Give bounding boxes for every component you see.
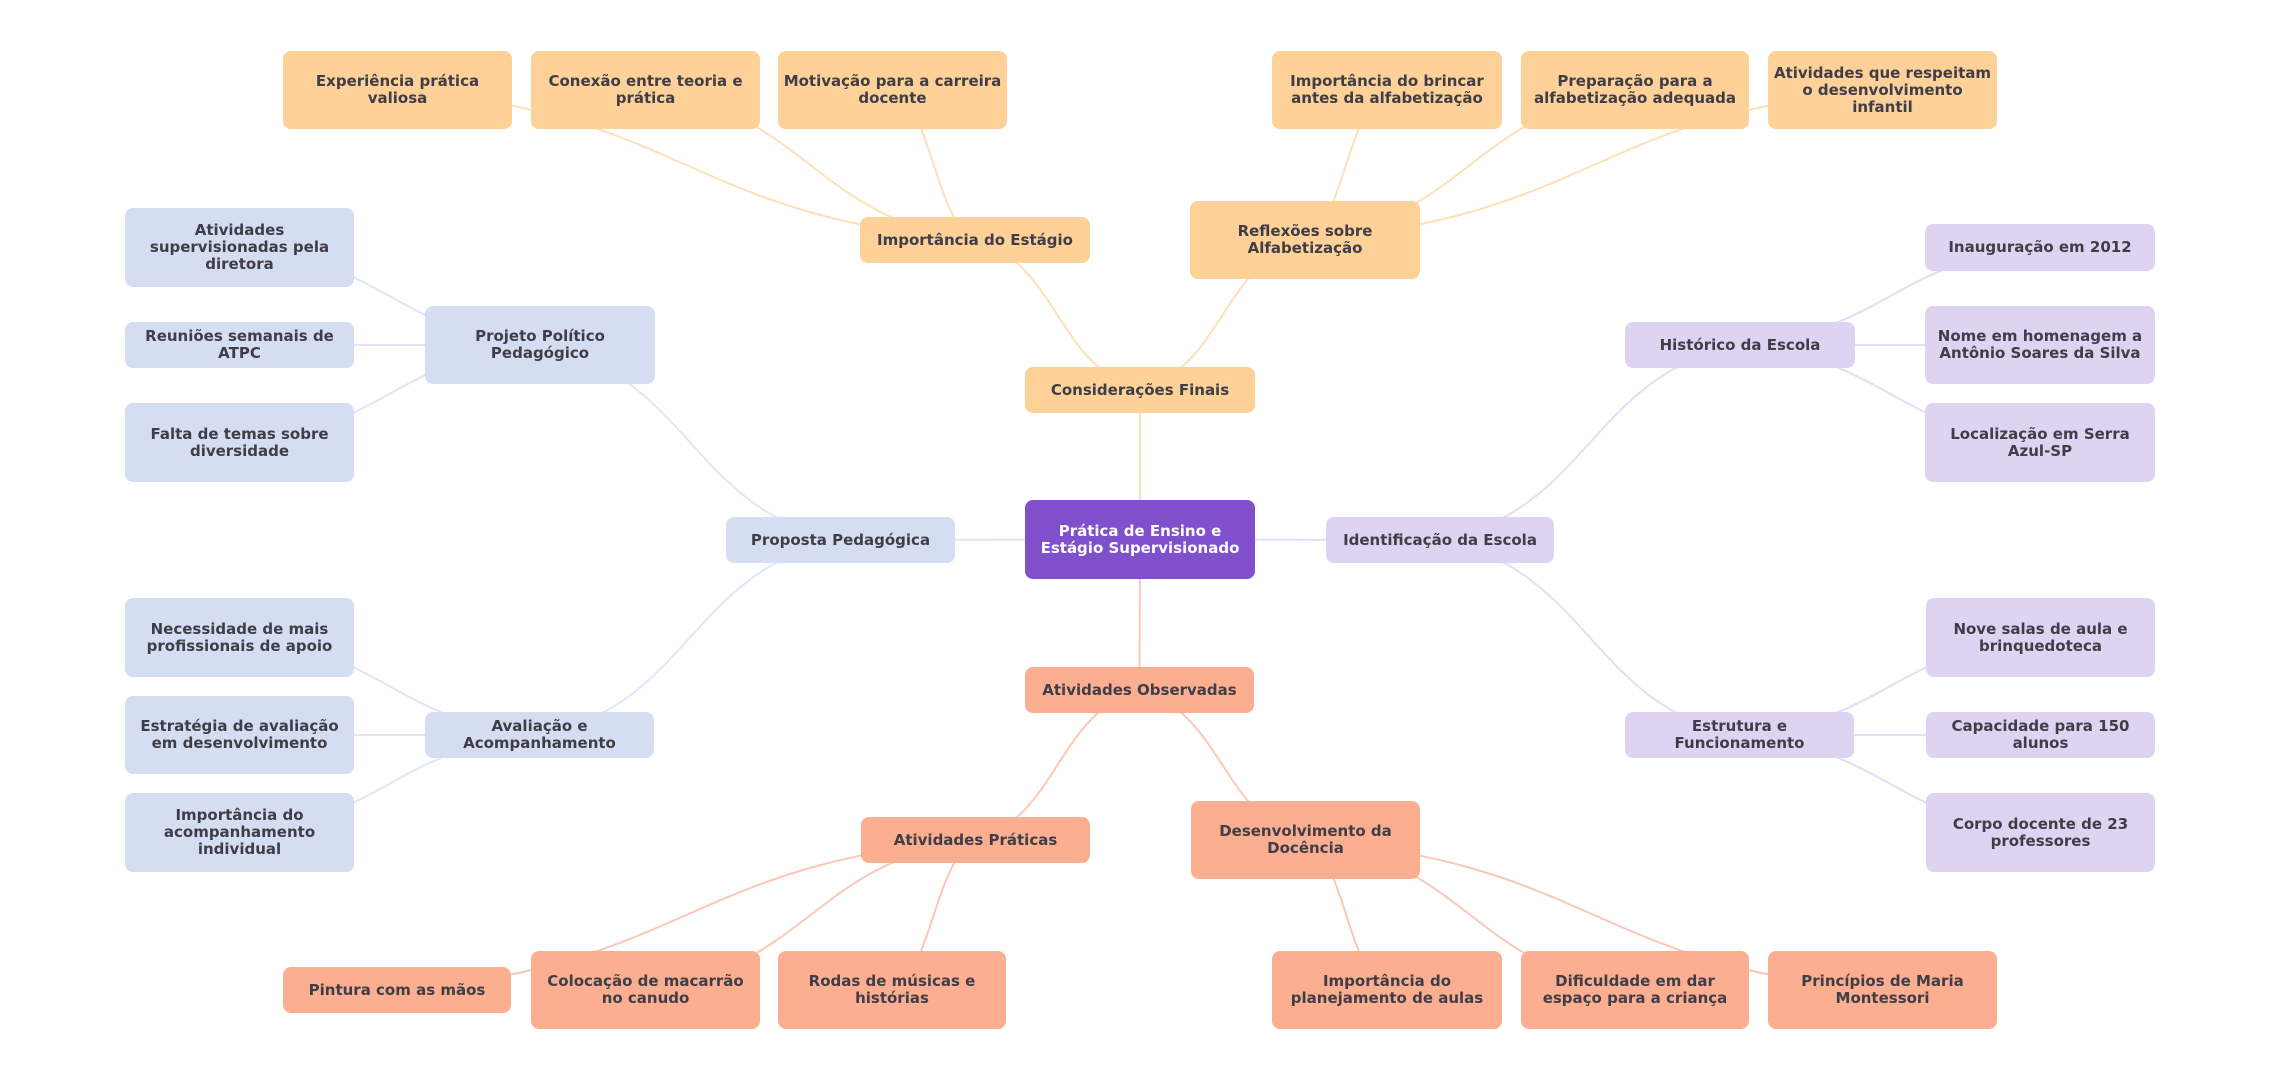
leaf-capacidade-150-alunos[interactable]: Capacidade para 150 alunos — [1926, 712, 2155, 758]
node-label: Corpo docente de 23 professores — [1952, 814, 2129, 850]
leaf-inauguracao-2012[interactable]: Inauguração em 2012 — [1925, 224, 2155, 271]
leaf-motivacao-carreira[interactable]: Motivação para a carreira docente — [778, 51, 1007, 129]
leaf-principios-montessori[interactable]: Princípios de Maria Montessori — [1768, 951, 1997, 1029]
node-label: Identificação da Escola — [1343, 530, 1537, 549]
node-label: Colocação de macarrão no canudo — [547, 972, 744, 1007]
root-node[interactable]: Prática de Ensino e Estágio Supervisiona… — [1025, 500, 1255, 579]
leaf-necessidade-profissionais[interactable]: Necessidade de mais profissionais de apo… — [125, 598, 354, 677]
node-estrutura-funcionamento[interactable]: Estrutura e Funcionamento — [1625, 712, 1854, 758]
node-label: Pintura com as mãos — [308, 980, 486, 999]
node-label: Importância do brincar antes da alfabeti… — [1290, 72, 1484, 107]
leaf-reunioes-atpc[interactable]: Reuniões semanais de ATPC — [125, 322, 354, 368]
node-label: Localização em Serra Azul-SP — [1950, 424, 2130, 460]
node-label: Reuniões semanais de ATPC — [145, 327, 334, 362]
node-label: Dificuldade em dar espaço para a criança — [1542, 972, 1728, 1007]
node-label: Capacidade para 150 alunos — [1951, 717, 2130, 752]
node-label: Projeto Político Pedagógico — [475, 327, 605, 362]
node-label: Estratégia de avaliação em desenvolvimen… — [140, 717, 339, 752]
leaf-conexao-teoria-pratica[interactable]: Conexão entre teoria e prática — [531, 51, 760, 129]
leaf-pintura-maos[interactable]: Pintura com as mãos — [283, 967, 511, 1013]
node-label: Motivação para a carreira docente — [783, 72, 1002, 107]
node-label: Considerações Finais — [1050, 380, 1230, 399]
node-label: Princípios de Maria Montessori — [1801, 972, 1964, 1007]
node-label: Reflexões sobre Alfabetização — [1237, 222, 1373, 257]
node-label: Proposta Pedagógica — [750, 530, 931, 549]
node-desenvolvimento-docencia[interactable]: Desenvolvimento da Docência — [1191, 801, 1420, 879]
node-atividades-praticas[interactable]: Atividades Práticas — [861, 817, 1090, 863]
node-label: Histórico da Escola — [1659, 335, 1821, 354]
branch-atividades-observadas[interactable]: Atividades Observadas — [1025, 667, 1254, 713]
leaf-estrategia-avaliacao[interactable]: Estratégia de avaliação em desenvolvimen… — [125, 696, 354, 774]
node-label: Experiência prática valiosa — [315, 72, 480, 107]
node-label: Atividades Observadas — [1042, 680, 1237, 699]
edge-identificacao-to-historico — [1439, 344, 1741, 541]
node-label: Importância do acompanhamento individual — [163, 806, 316, 858]
leaf-nome-homenagem[interactable]: Nome em homenagem a Antônio Soares da Si… — [1925, 306, 2155, 384]
leaf-atividades-supervisionadas[interactable]: Atividades supervisionadas pela diretora — [125, 208, 354, 287]
leaf-falta-temas-diversidade[interactable]: Falta de temas sobre diversidade — [125, 403, 354, 482]
node-historico-escola[interactable]: Histórico da Escola — [1625, 322, 1855, 368]
node-label: Desenvolvimento da Docência — [1219, 822, 1392, 857]
node-reflexoes-alfabetizacao[interactable]: Reflexões sobre Alfabetização — [1190, 201, 1420, 279]
leaf-corpo-docente[interactable]: Corpo docente de 23 professores — [1926, 793, 2155, 872]
leaf-localizacao-serra-azul[interactable]: Localização em Serra Azul-SP — [1925, 403, 2155, 482]
node-label: Rodas de músicas e histórias — [808, 972, 976, 1007]
node-label: Atividades que respeitam o desenvolvimen… — [1773, 63, 1992, 116]
node-label: Atividades supervisionadas pela diretora — [149, 221, 330, 273]
edge-proposta-to-avaliacao — [539, 539, 841, 736]
leaf-experiencia-pratica[interactable]: Experiência prática valiosa — [283, 51, 512, 129]
node-label: Atividades Práticas — [893, 830, 1058, 849]
node-avaliacao-acompanhamento[interactable]: Avaliação e Acompanhamento — [425, 712, 654, 758]
node-label: Avaliação e Acompanhamento — [463, 717, 616, 752]
node-importancia-do-estagio[interactable]: Importância do Estágio — [860, 217, 1090, 263]
node-label: Falta de temas sobre diversidade — [150, 424, 329, 460]
node-label: Nove salas de aula e brinquedoteca — [1953, 619, 2128, 655]
leaf-atividades-respeitam[interactable]: Atividades que respeitam o desenvolvimen… — [1768, 51, 1997, 129]
leaf-preparacao-alfabetizacao[interactable]: Preparação para a alfabetização adequada — [1521, 51, 1749, 129]
branch-proposta-pedagogica[interactable]: Proposta Pedagógica — [726, 517, 955, 563]
leaf-dificuldade-espaco[interactable]: Dificuldade em dar espaço para a criança — [1521, 951, 1749, 1029]
node-label: Inauguração em 2012 — [1948, 238, 2132, 256]
node-label: Conexão entre teoria e prática — [548, 72, 743, 107]
leaf-macarrao-canudo[interactable]: Colocação de macarrão no canudo — [531, 951, 760, 1029]
node-projeto-politico-pedagogico[interactable]: Projeto Político Pedagógico — [425, 306, 655, 384]
branch-identificacao-escola[interactable]: Identificação da Escola — [1326, 517, 1554, 563]
node-label: Prática de Ensino e Estágio Supervisiona… — [1040, 521, 1240, 557]
node-label: Importância do Estágio — [877, 230, 1073, 249]
node-label: Preparação para a alfabetização adequada — [1534, 72, 1736, 107]
node-label: Nome em homenagem a Antônio Soares da Si… — [1937, 327, 2143, 362]
leaf-planejamento-aulas[interactable]: Importância do planejamento de aulas — [1272, 951, 1502, 1029]
node-label: Necessidade de mais profissionais de apo… — [146, 619, 333, 655]
node-label: Estrutura e Funcionamento — [1674, 717, 1805, 752]
node-label: Importância do planejamento de aulas — [1290, 972, 1484, 1007]
leaf-acompanhamento-individual[interactable]: Importância do acompanhamento individual — [125, 793, 354, 872]
leaf-nove-salas[interactable]: Nove salas de aula e brinquedoteca — [1926, 598, 2155, 677]
leaf-importancia-brincar[interactable]: Importância do brincar antes da alfabeti… — [1272, 51, 1502, 129]
edge-identificacao-to-estrutura — [1439, 539, 1740, 736]
leaf-rodas-musicas[interactable]: Rodas de músicas e histórias — [778, 951, 1006, 1029]
branch-consideracoes-finais[interactable]: Considerações Finais — [1025, 367, 1255, 413]
